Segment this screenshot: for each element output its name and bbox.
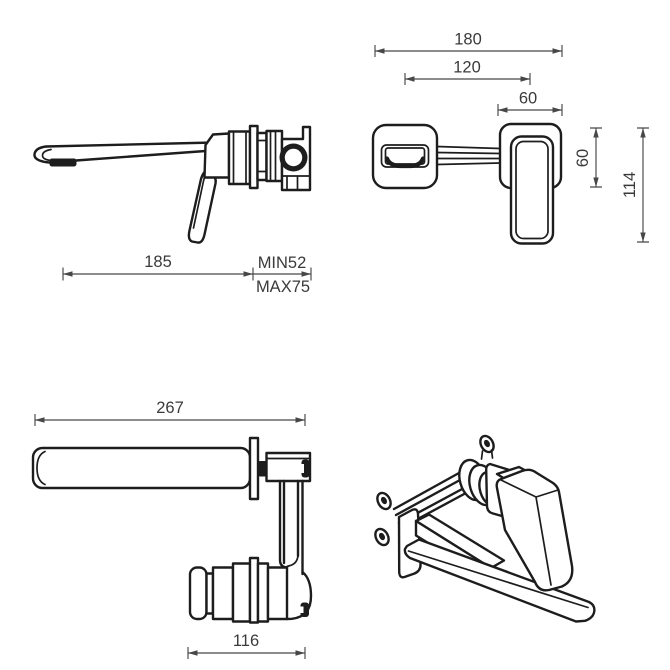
spout-blade-perspective [403, 538, 596, 623]
dim-plate-width: 60 [497, 90, 563, 116]
handle-perspective [495, 468, 574, 592]
dim-label-114: 114 [621, 172, 639, 198]
spout-shaft-top [436, 145, 501, 166]
mounting-lug-left-upper [376, 491, 392, 511]
dim-center-distance: 120 [404, 59, 531, 85]
spout-side [33, 141, 216, 167]
top-view: 180 120 60 [371, 31, 649, 245]
spout-tube [31, 446, 252, 490]
dim-spout-reach: 185 MIN52 MAX75 [62, 253, 312, 296]
elbow [285, 553, 313, 621]
dim-plate-height: 60 [574, 127, 602, 188]
dim-label-185: 185 [144, 253, 172, 271]
inwall-view: 267 [31, 399, 313, 659]
mixer-body [265, 451, 312, 483]
dim-label-180: 180 [454, 31, 482, 49]
valve-cartridge [188, 556, 289, 624]
dim-label-min52: MIN52 [258, 254, 307, 272]
mounting-lug-top [479, 434, 495, 460]
tube-connector [258, 461, 267, 477]
side-view: 185 MIN52 MAX75 [33, 124, 312, 296]
dim-label-120: 120 [453, 59, 481, 77]
dim-overall-height: 114 [621, 127, 649, 243]
perspective-view [374, 434, 596, 623]
handle-top [509, 135, 555, 245]
spout-plate-top [371, 123, 439, 190]
dim-label-60-height: 60 [574, 149, 592, 167]
dim-label-116: 116 [233, 632, 259, 650]
wall-flange-upper [248, 436, 260, 501]
handle-lever-side [187, 166, 217, 244]
mounting-lug-left-lower [374, 527, 390, 547]
dim-label-267: 267 [156, 399, 184, 417]
supply-rods [392, 466, 473, 530]
dim-overall-length: 267 [34, 399, 306, 426]
dim-overall-width: 180 [374, 31, 563, 57]
dim-label-60-width: 60 [519, 90, 537, 108]
aerator [49, 158, 77, 167]
dim-valve-length: 116 [187, 632, 306, 659]
down-pipe [278, 479, 304, 576]
dim-label-max75: MAX75 [256, 278, 310, 296]
valve-body-side [203, 124, 312, 192]
